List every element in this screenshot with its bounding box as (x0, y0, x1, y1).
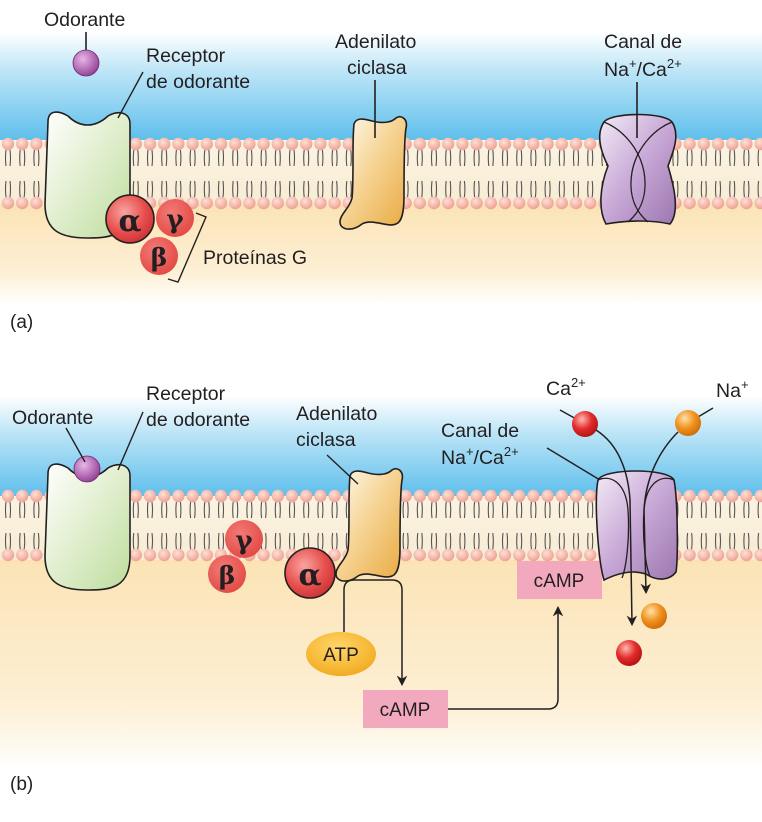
adenylyl-cyclase-label-line1: Adenilato (296, 403, 377, 425)
odorant-leader (65, 427, 86, 463)
calcium-influx-arrow (595, 429, 638, 627)
g-protein-bracket (167, 212, 207, 283)
na-ca-channel-open (595, 470, 679, 582)
na-ca-channel (598, 113, 677, 225)
calcium-ion-outside (572, 411, 598, 437)
gamma-symbol: γ (235, 526, 253, 556)
adenylyl-cyclase (335, 467, 404, 582)
sodium-ion-inside (641, 603, 667, 629)
channel-label-line2: Na+/Ca2+ (604, 56, 682, 81)
adenylyl-cyclase-label-line1: Adenilato (335, 31, 416, 53)
g-alpha-subunit (284, 547, 336, 599)
receptor-label-line1: Receptor (146, 45, 226, 67)
g-beta-subunit (208, 555, 246, 593)
adenylyl-cyclase (339, 115, 408, 230)
channel-label-line1: Canal de (441, 420, 519, 442)
sodium-ion-outside (675, 410, 701, 436)
camp-to-channel-arrow (448, 605, 564, 710)
alpha-symbol: α (298, 558, 321, 593)
atp-label: ATP (323, 645, 359, 666)
beta-symbol: β (219, 561, 236, 590)
cytoplasm (0, 560, 762, 770)
adenylyl-cyclase-leader (326, 454, 359, 485)
receptor-leader (117, 71, 144, 119)
g-gamma-subunit (225, 520, 263, 558)
g-proteins-label: Proteínas G (203, 247, 307, 269)
adenylyl-cyclase-label-line2: ciclasa (296, 429, 356, 451)
calcium-label: Ca2+ (546, 375, 586, 400)
adenylyl-cyclase-label-line2: ciclasa (347, 57, 407, 79)
calcium-ion-inside (616, 640, 642, 666)
beta-symbol: β (151, 243, 168, 272)
panel-a-label: (a) (10, 312, 33, 333)
g-alpha-subunit (105, 194, 155, 244)
camp-box-channel (517, 561, 602, 599)
sodium-leader (697, 407, 714, 418)
sodium-label: Na+ (716, 377, 749, 402)
odorant-receptor (44, 463, 131, 591)
atp-to-camp-arrow (343, 579, 408, 687)
gamma-symbol: γ (166, 205, 184, 235)
alpha-symbol: α (118, 204, 141, 239)
camp-box-cytoplasm (363, 690, 448, 728)
camp-label-1: cAMP (380, 700, 431, 721)
receptor-label-line2: de odorante (146, 71, 250, 93)
odorant-molecule (72, 49, 100, 77)
atp-molecule (306, 632, 376, 676)
panel-b-label: (b) (10, 774, 33, 795)
panel-b: Odorante Receptor de odorante γ β Adenil… (0, 375, 762, 795)
panel-a: Odorante Receptor de odorante α γ β Prot… (0, 9, 762, 333)
g-protein-complex: α γ β (105, 194, 194, 275)
odorant-label: Odorante (44, 9, 125, 31)
channel-label-line1: Canal de (604, 31, 682, 53)
sodium-influx-arrow (640, 431, 679, 595)
receptor-label-line1: Receptor (146, 383, 226, 405)
receptor-label-line2: de odorante (146, 409, 250, 431)
camp-label-2: cAMP (534, 571, 585, 592)
odorant-label: Odorante (12, 407, 93, 429)
channel-label-line2: Na+/Ca2+ (441, 444, 519, 469)
channel-leader (546, 447, 601, 481)
g-gamma-subunit (156, 199, 194, 237)
receptor-leader (117, 411, 144, 471)
g-beta-subunit (140, 237, 178, 275)
bound-odorant (73, 455, 101, 483)
